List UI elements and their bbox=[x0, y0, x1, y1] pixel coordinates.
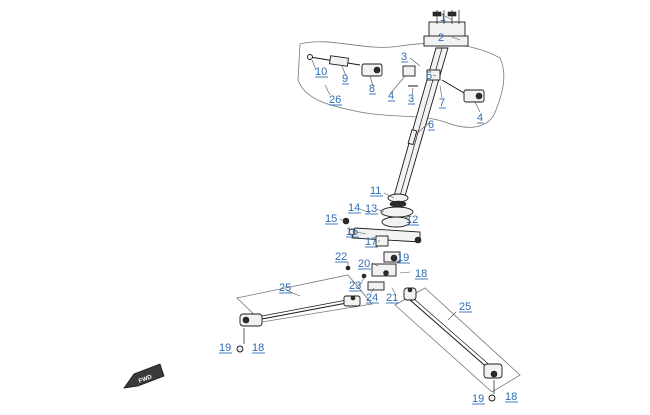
left-tie-rod bbox=[236, 295, 361, 353]
label-20: 20 bbox=[358, 258, 370, 270]
label-13: 13 bbox=[365, 203, 377, 215]
label-26: 26 bbox=[329, 94, 341, 106]
label-9: 9 bbox=[342, 73, 348, 85]
mid-bearing-stack bbox=[342, 193, 422, 291]
label-1: 1 bbox=[440, 12, 446, 24]
label-18-left: 18 bbox=[252, 342, 264, 354]
label-19-left: 19 bbox=[219, 342, 231, 354]
label-8: 8 bbox=[369, 83, 375, 95]
label-4-left: 4 bbox=[388, 90, 394, 102]
top-clamp bbox=[423, 10, 469, 47]
upper-group-outline bbox=[297, 41, 505, 128]
label-17: 17 bbox=[365, 236, 377, 248]
part-labels: 1 2 3 10 9 5 8 4 3 7 26 4 6 11 14 13 12 … bbox=[219, 12, 518, 405]
label-18-right: 18 bbox=[505, 391, 517, 403]
label-7: 7 bbox=[439, 97, 445, 109]
label-21: 21 bbox=[386, 292, 398, 304]
label-10: 10 bbox=[315, 66, 327, 78]
label-18-mid: 18 bbox=[415, 268, 427, 280]
label-4-right: 4 bbox=[477, 112, 483, 124]
label-5: 5 bbox=[426, 70, 432, 82]
label-12: 12 bbox=[406, 214, 418, 226]
label-6: 6 bbox=[428, 119, 434, 131]
label-3-upper: 3 bbox=[401, 51, 407, 63]
fwd-label: FWD bbox=[138, 374, 154, 385]
label-15: 15 bbox=[325, 213, 337, 225]
label-22: 22 bbox=[335, 251, 347, 263]
label-25-left: 25 bbox=[279, 282, 291, 294]
label-24: 24 bbox=[366, 292, 378, 304]
label-2: 2 bbox=[438, 32, 444, 44]
label-25-right: 25 bbox=[459, 301, 471, 313]
upper-hardware bbox=[307, 54, 485, 103]
label-16: 16 bbox=[346, 226, 358, 238]
label-11: 11 bbox=[370, 185, 381, 197]
label-14: 14 bbox=[348, 202, 360, 214]
label-3-lower: 3 bbox=[408, 93, 414, 105]
label-19-mid: 19 bbox=[397, 252, 409, 264]
right-tie-rod bbox=[403, 287, 503, 402]
label-23: 23 bbox=[349, 280, 361, 292]
label-19-right: 19 bbox=[472, 393, 484, 405]
leader-lines bbox=[285, 15, 481, 321]
fwd-arrow-icon: FWD bbox=[123, 363, 165, 389]
